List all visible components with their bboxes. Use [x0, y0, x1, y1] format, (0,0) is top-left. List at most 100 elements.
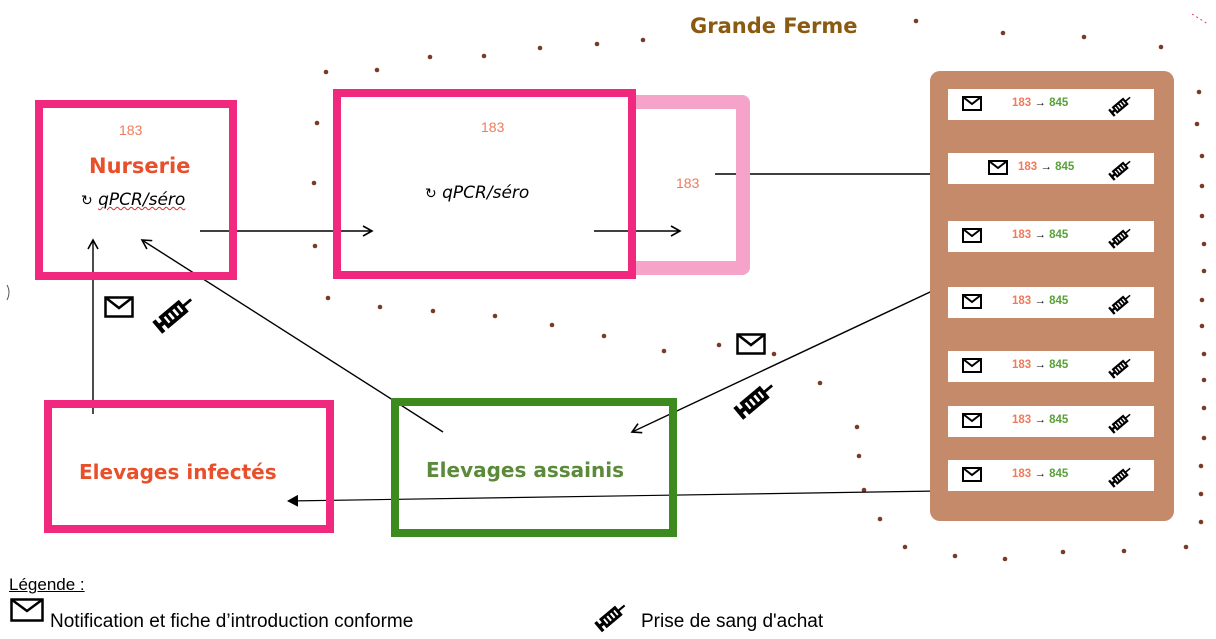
arrow-lots-to-assainis: [630, 284, 946, 434]
syringe-icon: [1108, 156, 1134, 187]
envelope-icon: [10, 598, 44, 627]
lot-card: 183 → 845: [948, 221, 1154, 252]
syringe-icon: [1108, 463, 1134, 494]
boundary-dot: [1199, 297, 1205, 303]
envelope-icon: [962, 467, 982, 487]
boundary-dot: [661, 348, 667, 354]
boundary-dot: [877, 516, 883, 522]
boundary-dot: [314, 120, 320, 126]
nurserie-method: ↻ qPCR/séro: [81, 190, 185, 210]
boundary-dot: [1198, 519, 1204, 525]
boundary-dot: [1081, 34, 1087, 40]
envelope-icon: [104, 296, 134, 323]
boundary-dot: [854, 424, 860, 430]
boundary-dot: [311, 180, 317, 186]
boundary-dot: [1060, 549, 1066, 555]
boundary-dot: [323, 69, 329, 75]
boundary-dot: [817, 380, 823, 386]
edge-mark-left: [6, 284, 10, 301]
boundary-dot: [952, 553, 958, 559]
lot-from: 183: [1012, 359, 1032, 371]
lot-card: 183 → 845: [948, 351, 1154, 382]
boundary-dot: [1199, 153, 1205, 159]
lot-from: 183: [1012, 229, 1032, 241]
lot-card: 183 → 845: [948, 153, 1154, 184]
refresh-icon: ↻: [81, 193, 93, 209]
lot-card: 183 → 845: [948, 460, 1154, 491]
boundary-dot: [1199, 323, 1205, 329]
lot-to: 845: [1049, 359, 1069, 371]
boundary-dot: [1201, 435, 1207, 441]
lot-to: 845: [1049, 414, 1069, 426]
boundary-dot: [549, 322, 555, 328]
syringe-icon: [1108, 354, 1134, 385]
lot-to: 845: [1049, 468, 1069, 480]
boundary-dot: [1198, 463, 1204, 469]
nurserie-method-text: qPCR/séro: [98, 190, 186, 210]
boundary-dot: [856, 453, 862, 459]
nurserie-count: 183: [119, 122, 143, 138]
boundary-dot: [377, 304, 383, 310]
boundary-dot: [481, 53, 487, 59]
boundary-dot: [1000, 30, 1006, 36]
engraissement-method: ↻ qPCR/séro: [425, 183, 529, 203]
boundary-dot: [716, 342, 722, 348]
lot-from: 183: [1018, 161, 1038, 173]
engraissement-method-text: qPCR/séro: [442, 183, 530, 203]
syringe-icon: [1108, 224, 1134, 255]
boundary-dot: [771, 351, 777, 357]
boundary-dot: [1183, 544, 1189, 550]
lot-arrow: →: [1034, 414, 1046, 426]
nurserie-box: 183 Nurserie ↻ qPCR/séro: [35, 100, 237, 280]
lot-card: 183 → 845: [948, 89, 1154, 120]
lot-to: 845: [1055, 161, 1075, 173]
boundary-dot: [1121, 548, 1127, 554]
boundary-dot: [902, 544, 908, 550]
syringe-icon: [1108, 409, 1134, 440]
lot-to: 845: [1049, 229, 1069, 241]
lot-card: 183 → 845: [948, 287, 1154, 318]
boundary-dot: [325, 295, 331, 301]
envelope-icon: [988, 160, 1008, 180]
lot-arrow: →: [1040, 161, 1052, 173]
boundary-dot: [1194, 121, 1200, 127]
syringe-icon: [152, 290, 198, 341]
elevages-infectes-box: Elevages infectés: [44, 400, 334, 533]
boundary-dot: [1201, 405, 1207, 411]
lot-from: 183: [1012, 97, 1032, 109]
envelope-icon: [962, 96, 982, 116]
engraissement-count: 183: [481, 119, 505, 135]
boundary-dot: [492, 313, 498, 319]
lot-arrow: →: [1034, 229, 1046, 241]
boundary-dot: [312, 243, 318, 249]
boundary-dot: [594, 41, 600, 47]
lot-to: 845: [1049, 97, 1069, 109]
boundary-dot: [861, 487, 867, 493]
edge-mark: [1191, 13, 1209, 25]
envelope-icon: [736, 333, 766, 360]
boundary-dot: [640, 37, 646, 43]
legend-prise-de-sang-label: Prise de sang d'achat: [641, 611, 824, 632]
elevages-infectes-label: Elevages infectés: [79, 460, 277, 484]
elevages-assainis-box: Elevages assainis: [391, 398, 677, 537]
boundary-dot: [1002, 556, 1008, 562]
boundary-dot: [1201, 268, 1207, 274]
boundary-dot: [427, 54, 433, 60]
boundary-dot: [430, 308, 436, 314]
boundary-dot: [1201, 351, 1207, 357]
lot-arrow: →: [1034, 295, 1046, 307]
legend-notification-label: Notification et fiche d’introduction con…: [50, 611, 414, 632]
boundary-dot: [374, 67, 380, 73]
envelope-icon: [962, 358, 982, 378]
syringe-icon: [1108, 92, 1134, 123]
lot-from: 183: [1012, 295, 1032, 307]
boundary-dot: [1201, 241, 1207, 247]
legend-title: Légende :: [9, 575, 85, 594]
lot-from: 183: [1012, 414, 1032, 426]
envelope-icon: [962, 413, 982, 433]
boundary-dot: [1196, 89, 1202, 95]
envelope-icon: [962, 228, 982, 248]
refresh-icon: ↻: [425, 186, 437, 202]
boundary-dot: [913, 18, 919, 24]
nurserie-label: Nurserie: [89, 154, 191, 178]
